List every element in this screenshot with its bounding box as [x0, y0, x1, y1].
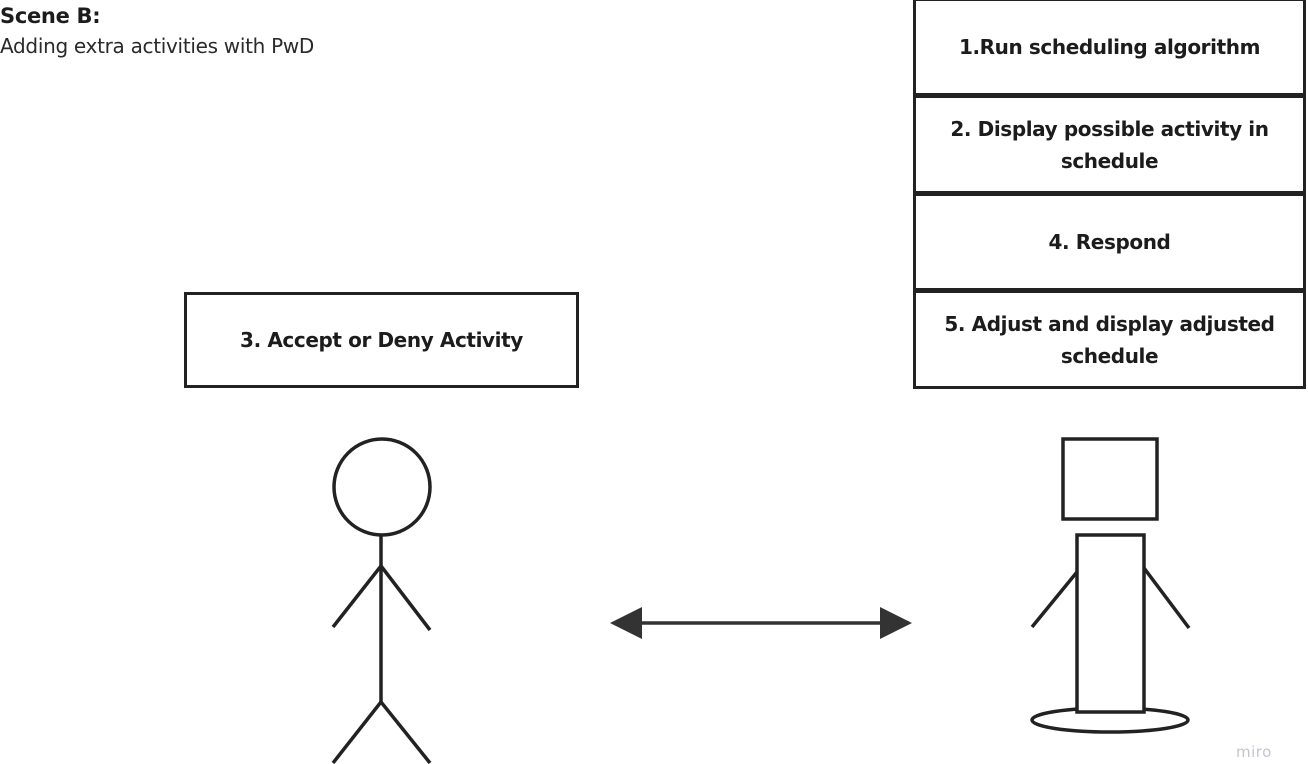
step-box-run-scheduling[interactable]: 1.Run scheduling algorithm: [913, 0, 1306, 96]
person-right-leg: [379, 700, 432, 764]
step-label: 3. Accept or Deny Activity: [240, 328, 523, 352]
bidirectional-arrow-icon: [610, 607, 912, 639]
scene-subtitle: Adding extra activities with PwD: [0, 34, 315, 58]
step-box-display-activity[interactable]: 2. Display possible activity in schedule: [913, 95, 1306, 194]
miro-watermark: miro: [1236, 743, 1272, 761]
scene-title: Scene B:: [0, 4, 101, 28]
arrow-head-right: [880, 607, 912, 639]
person-head: [332, 437, 432, 537]
person-left-leg: [331, 700, 383, 764]
step-label: 4. Respond: [1048, 230, 1171, 254]
step-box-adjust-schedule[interactable]: 5. Adjust and display adjusted schedule: [913, 290, 1306, 389]
person-right-arm: [379, 564, 432, 632]
robot-body: [1075, 533, 1146, 714]
step-label: 5. Adjust and display adjusted schedule: [944, 311, 1275, 368]
robot-left-arm: [1030, 570, 1079, 629]
step-box-respond[interactable]: 4. Respond: [913, 193, 1306, 291]
step-box-accept-deny[interactable]: 3. Accept or Deny Activity: [184, 292, 579, 388]
arrow-head-left: [610, 607, 642, 639]
person-stick-figure-icon[interactable]: [331, 437, 432, 764]
robot-right-arm: [1142, 566, 1191, 630]
step-label: 2. Display possible activity in schedule: [950, 116, 1269, 173]
step-label: 1.Run scheduling algorithm: [958, 35, 1261, 59]
person-left-arm: [331, 564, 383, 629]
robot-head: [1061, 437, 1159, 521]
robot-figure-icon[interactable]: [1030, 437, 1191, 734]
